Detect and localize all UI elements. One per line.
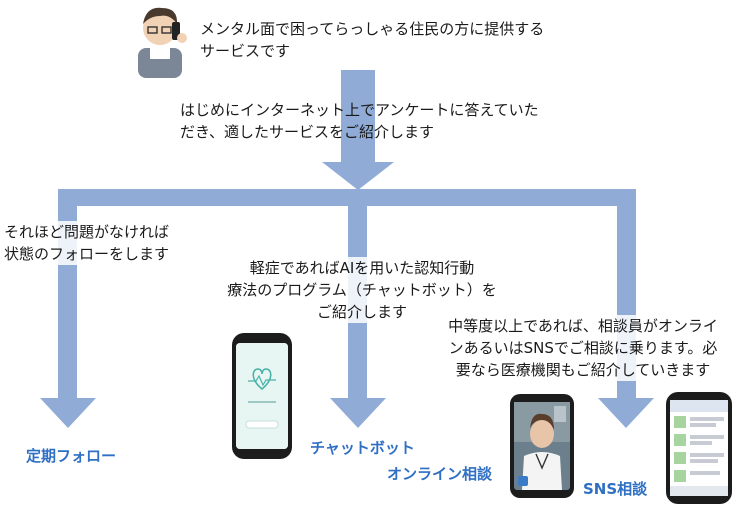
left-arrow-head [40,398,96,428]
left-desc-line-1: それほど問題がなければ [4,223,170,241]
chatbot-phone-image [232,333,292,459]
right-desc-line-2: ンあるいはSNSでご相談に乗ります。必 [448,339,718,357]
center-desc-line-1: 軽症であればAIを用いた認知行動 [249,259,475,277]
main-arrow-shaft [341,70,375,168]
left-branch-description: それほど問題がなければ 状態のフォローをします [4,221,170,265]
right-arrow-head [598,398,654,428]
sns-phone-image [666,392,732,504]
right-desc-line-3: 要なら医療機関もご紹介していきます [455,361,711,379]
survey-line-2: だき、適したサービスをご紹介します [180,123,434,141]
right-branch-description: 中等度以上であれば、相談員がオンライ ンあるいはSNSでご相談に乗ります。必 要… [428,315,738,381]
chat-screen-icon [670,400,728,496]
heart-icon [236,343,288,449]
intro-line-2: サービスです [200,42,291,60]
branch-bar [58,189,636,206]
survey-text: はじめにインターネット上でアンケートに答えていた だき、適したサービスをご紹介し… [180,99,539,143]
center-desc-line-2: 療法のプログラム（チャットボット）を [227,281,497,299]
regular-follow-label: 定期フォロー [26,447,117,465]
main-arrow-head [322,162,394,190]
intro-text: メンタル面で困ってらっしゃる住民の方に提供する サービスです [200,18,544,62]
doctor-video-icon [514,402,570,490]
online-consultation-phone-image [510,394,574,498]
intro-line-1: メンタル面で困ってらっしゃる住民の方に提供する [200,20,545,38]
chatbot-label: チャットボット [310,439,415,457]
center-arrow-head [330,398,386,428]
online-consultation-label: オンライン相談 [387,463,493,484]
center-branch-description: 軽症であればAIを用いた認知行動 療法のプログラム（チャットボット）を ご紹介し… [219,257,505,323]
left-desc-line-2: 状態のフォローをします [4,245,170,263]
sns-consultation-label: SNS相談 [583,480,648,498]
right-desc-line-1: 中等度以上であれば、相談員がオンライ [448,317,718,335]
center-desc-line-3: ご紹介します [316,303,407,321]
survey-line-1: はじめにインターネット上でアンケートに答えていた [180,101,539,119]
